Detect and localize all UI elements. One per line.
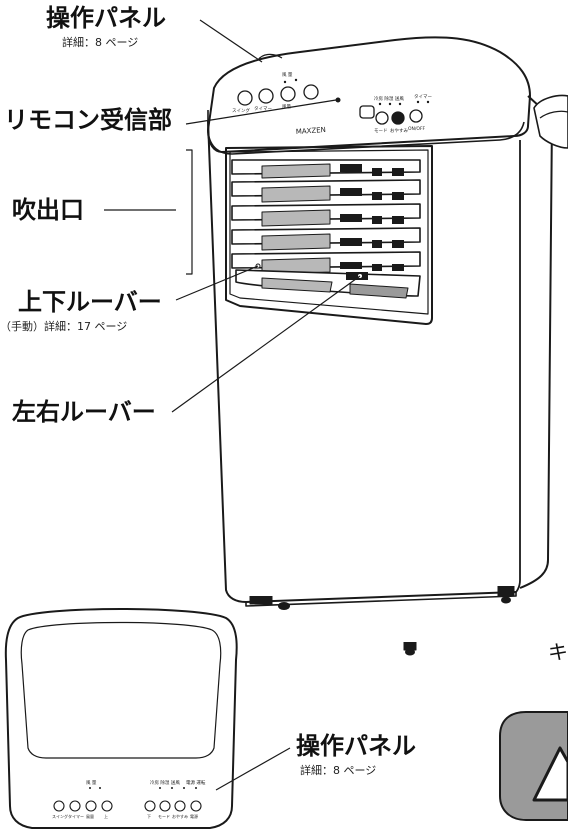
unit-label-led-fan: 風 量 — [282, 71, 293, 78]
label-vertical-louver: 上下ルーバー — [18, 288, 162, 316]
unit-label-led-timer: タイマー — [414, 93, 432, 100]
leader-vlouver — [175, 265, 259, 301]
caster-left — [278, 602, 290, 610]
leader-hlouver — [171, 275, 361, 413]
label-panel-bottom: 操作パネル — [296, 732, 416, 760]
label-outlet: 吹出口 — [12, 196, 84, 224]
label-remote-receiver: リモコン受信部 — [4, 106, 172, 134]
label-vertical-louver-detail: （手動）詳細：17 ページ — [0, 320, 128, 333]
unit-side-edge — [519, 95, 553, 589]
leader-remote — [185, 99, 337, 125]
caster-mid — [405, 648, 415, 656]
top-btn-timer — [258, 88, 274, 104]
warning-triangle — [532, 746, 568, 802]
top-btn-mode — [375, 111, 389, 125]
panel-view-btn-7: 電源 — [190, 813, 198, 819]
panel-view-label-right: 電源 運転 — [186, 779, 206, 786]
leader-panel-bottom — [215, 747, 291, 791]
bracket-outlet — [186, 149, 193, 275]
panel-view-label-left: 風 量 — [86, 779, 97, 786]
unit-label-timer: タイマー — [254, 105, 272, 112]
top-btn-sleep — [391, 111, 405, 125]
top-view-inner — [20, 621, 222, 759]
unit-body-bottom — [245, 591, 517, 603]
unit-label-fan: 風量 — [282, 103, 291, 110]
top-btn-power — [409, 109, 423, 123]
top-btn-down — [359, 105, 375, 119]
unit-top-surface — [207, 36, 531, 153]
unit-label-mode: モード — [374, 128, 388, 134]
label-side-partial: キ — [548, 640, 568, 664]
unit-base — [245, 592, 517, 607]
panel-view-btn-6: おやすみ — [172, 813, 188, 819]
top-view-buttons — [53, 800, 202, 812]
outlet-frame — [225, 145, 433, 325]
top-btn-swing — [237, 90, 253, 106]
label-panel-bottom-detail: 詳細：8 ページ — [300, 764, 377, 777]
panel-view-btn-1: タイマー — [68, 813, 84, 819]
caster-right — [501, 596, 511, 604]
top-btn-up — [303, 84, 319, 100]
unit-body-left — [207, 119, 247, 603]
panel-view-btn-4: 下 — [147, 814, 151, 819]
label-panel-top: 操作パネル — [46, 4, 166, 32]
leader-panel-top — [199, 19, 263, 63]
panel-view-btn-3: 上 — [104, 813, 108, 819]
panel-view-btn-5: モード — [158, 814, 170, 819]
top-panel-oval — [257, 53, 283, 61]
panel-view-label-mid: 冷房 除湿 送風 — [150, 779, 180, 786]
unit-label-sleep: おやすみ — [390, 127, 408, 134]
louver-slats — [231, 159, 421, 299]
foot-left — [249, 596, 273, 605]
unit-brand: MAXZEN — [296, 126, 327, 136]
top-view-outline — [4, 608, 238, 829]
unit-label-power: ON/OFF — [408, 126, 426, 132]
label-horizontal-louver: 左右ルーバー — [12, 398, 156, 426]
unit-front-right-edge — [515, 140, 521, 593]
unit-front-top-strip — [207, 110, 525, 155]
unit-label-led-mode: 冷房 除湿 送風 — [374, 95, 404, 102]
label-panel-top-detail: 詳細：8 ページ — [62, 36, 139, 49]
panel-view-btn-0: スイング — [52, 813, 68, 819]
side-handle — [533, 94, 568, 149]
remote-receiver-dot — [335, 97, 341, 103]
foot-right — [497, 586, 515, 597]
top-btn-fan — [280, 86, 296, 102]
panel-view-btn-2: 風量 — [86, 813, 94, 819]
unit-label-swing: スイング — [232, 107, 250, 114]
